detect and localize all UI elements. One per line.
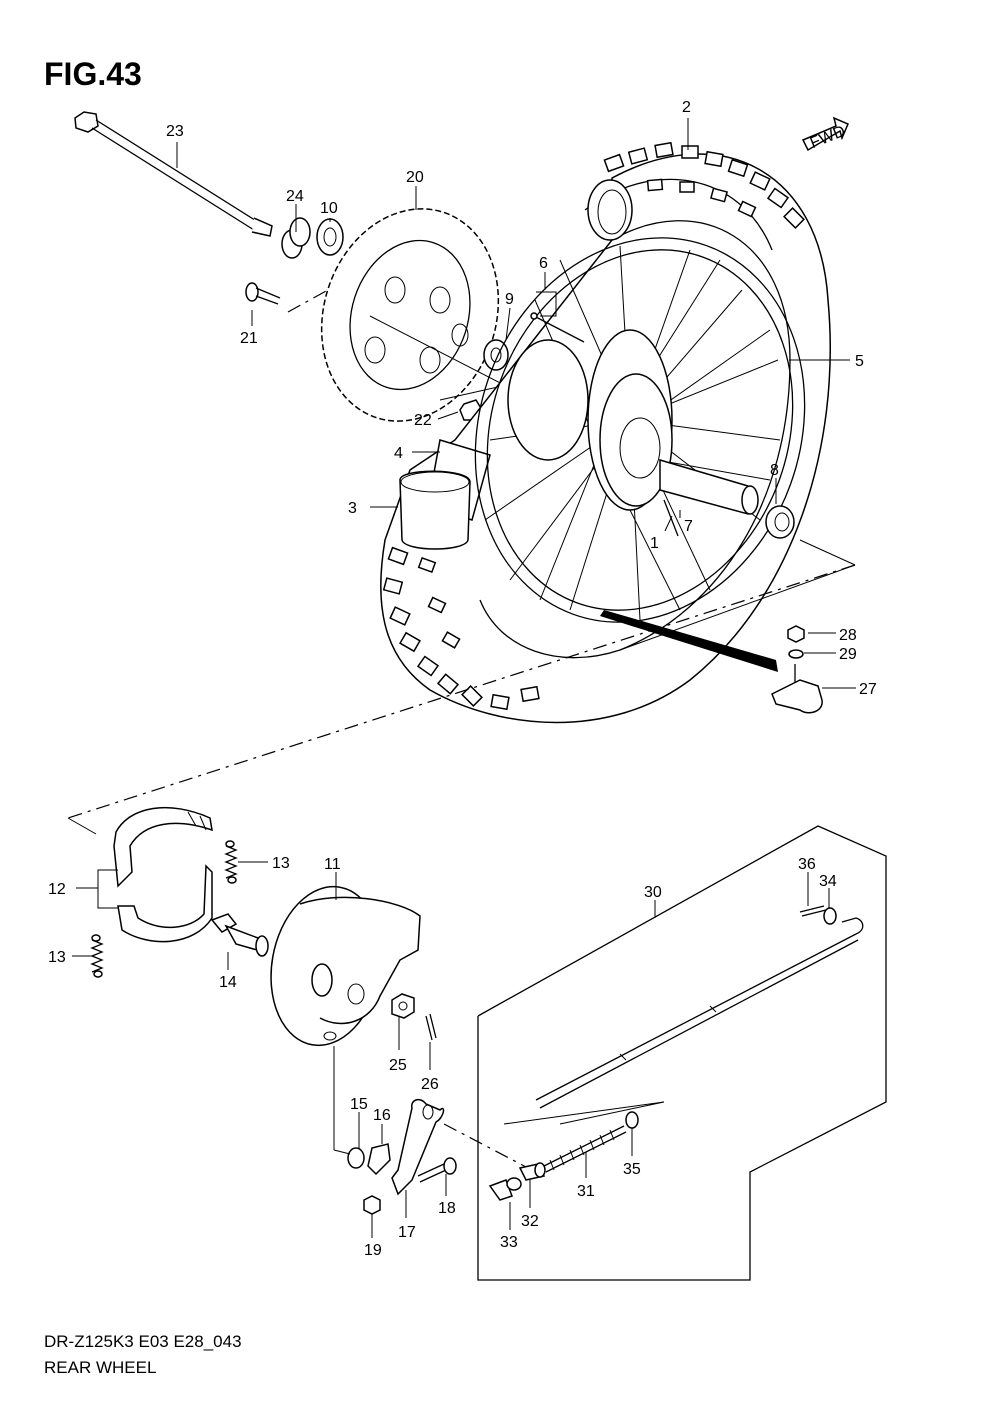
- fwd-arrow-icon: FWD: [801, 116, 849, 152]
- brake-spring-lower-part: [90, 934, 104, 978]
- callout-32: 32: [521, 1213, 539, 1230]
- brake-panel-part: [270, 885, 421, 1047]
- bearing-part: [483, 339, 509, 371]
- callout-19: 19: [364, 1242, 382, 1259]
- o-ring-part: [333, 1046, 365, 1169]
- callout-9: 9: [505, 291, 514, 308]
- assembly-separator: [67, 564, 856, 819]
- tread-blocks: [382, 141, 805, 711]
- assembly-separator-short: [67, 817, 97, 835]
- figure-title: FIG.43: [44, 56, 142, 92]
- rim-lock-washer-part: [788, 649, 804, 659]
- callout-3: 3: [348, 500, 357, 517]
- callout-5: 5: [855, 353, 864, 370]
- rod-end-washer-part: [823, 907, 837, 925]
- callout-21: 21: [240, 330, 258, 347]
- callout-35: 35: [623, 1161, 641, 1178]
- brake-cam-part: [210, 913, 269, 957]
- fwd-label: FWD: [808, 123, 848, 152]
- callout-11: 11: [324, 856, 341, 873]
- rear-axle-part: [74, 111, 273, 237]
- callout-4: 4: [394, 445, 403, 462]
- callout-2: 2: [682, 99, 691, 116]
- callout-27: 27: [859, 681, 877, 698]
- callout-24: 24: [286, 188, 304, 205]
- rim-lock-nut-part: [787, 625, 805, 643]
- callout-33: 33: [500, 1234, 518, 1251]
- rod-cotter-pin-part: [799, 905, 827, 917]
- callout-14: 14: [219, 974, 237, 991]
- callout-28: 28: [839, 627, 857, 644]
- callout-25: 25: [389, 1057, 407, 1074]
- callout-1: 1: [650, 535, 659, 552]
- callout-13b: 13: [48, 949, 66, 966]
- callout-26: 26: [421, 1076, 439, 1093]
- callout-34: 34: [819, 873, 837, 890]
- wheel-hub-part: [507, 329, 759, 515]
- rim-lock-leader: [600, 539, 856, 672]
- model-code: DR-Z125K3 E03 E28_043: [44, 1332, 242, 1351]
- callout-numbers: 1 2 3 4 5 6 7 8 9 10 11 12 13 13 14 15 1…: [48, 99, 877, 1259]
- callout-30: 30: [644, 884, 662, 901]
- rod-joint-part: [518, 1162, 546, 1181]
- spacer-part: [281, 217, 311, 259]
- brake-spring-upper-part: [224, 840, 238, 884]
- callout-20: 20: [406, 169, 424, 186]
- callout-13a: 13: [272, 855, 290, 872]
- callout-10: 10: [320, 200, 338, 217]
- callout-8: 8: [770, 462, 779, 479]
- rod-washer-part: [625, 1111, 639, 1129]
- adjusting-nut-part: [488, 1177, 522, 1201]
- callout-16: 16: [373, 1107, 391, 1124]
- callout-6: 6: [539, 255, 548, 272]
- callout-15: 15: [350, 1096, 368, 1113]
- brake-rod-spring-part: [543, 1125, 627, 1173]
- lever-bolt-part: [417, 1157, 457, 1183]
- callout-22: 22: [414, 412, 432, 429]
- callout-leaders: [72, 118, 856, 1238]
- rim-section-part: [399, 470, 471, 550]
- hub-bearing-part: [765, 505, 795, 539]
- diagram-caption: REAR WHEEL: [44, 1358, 157, 1377]
- cam-lever-part: [391, 1098, 529, 1196]
- oil-seal-part: [316, 218, 344, 256]
- callout-17: 17: [398, 1224, 416, 1241]
- brake-shoe-upper-part: [113, 806, 213, 888]
- wear-indicator-part: [367, 1143, 391, 1176]
- callout-36: 36: [798, 856, 816, 873]
- cotter-pin-part: [425, 1013, 437, 1041]
- brake-rod-part: [535, 917, 864, 1109]
- castle-nut-part: [391, 993, 415, 1019]
- callout-23: 23: [166, 123, 184, 140]
- callout-12: 12: [48, 881, 66, 898]
- rim-lock-part: [771, 664, 823, 714]
- lever-nut-part: [363, 1195, 381, 1215]
- brake-rod-frame: [477, 825, 887, 1281]
- callout-18: 18: [438, 1200, 456, 1217]
- hub-bolt-part: [530, 312, 585, 343]
- brake-shoe-lower-part: [117, 864, 213, 943]
- sprocket-bolt-part: [245, 279, 347, 313]
- tube-section-part: [587, 179, 633, 241]
- callout-29: 29: [839, 646, 857, 663]
- callout-31: 31: [577, 1183, 595, 1200]
- callout-7: 7: [684, 518, 693, 535]
